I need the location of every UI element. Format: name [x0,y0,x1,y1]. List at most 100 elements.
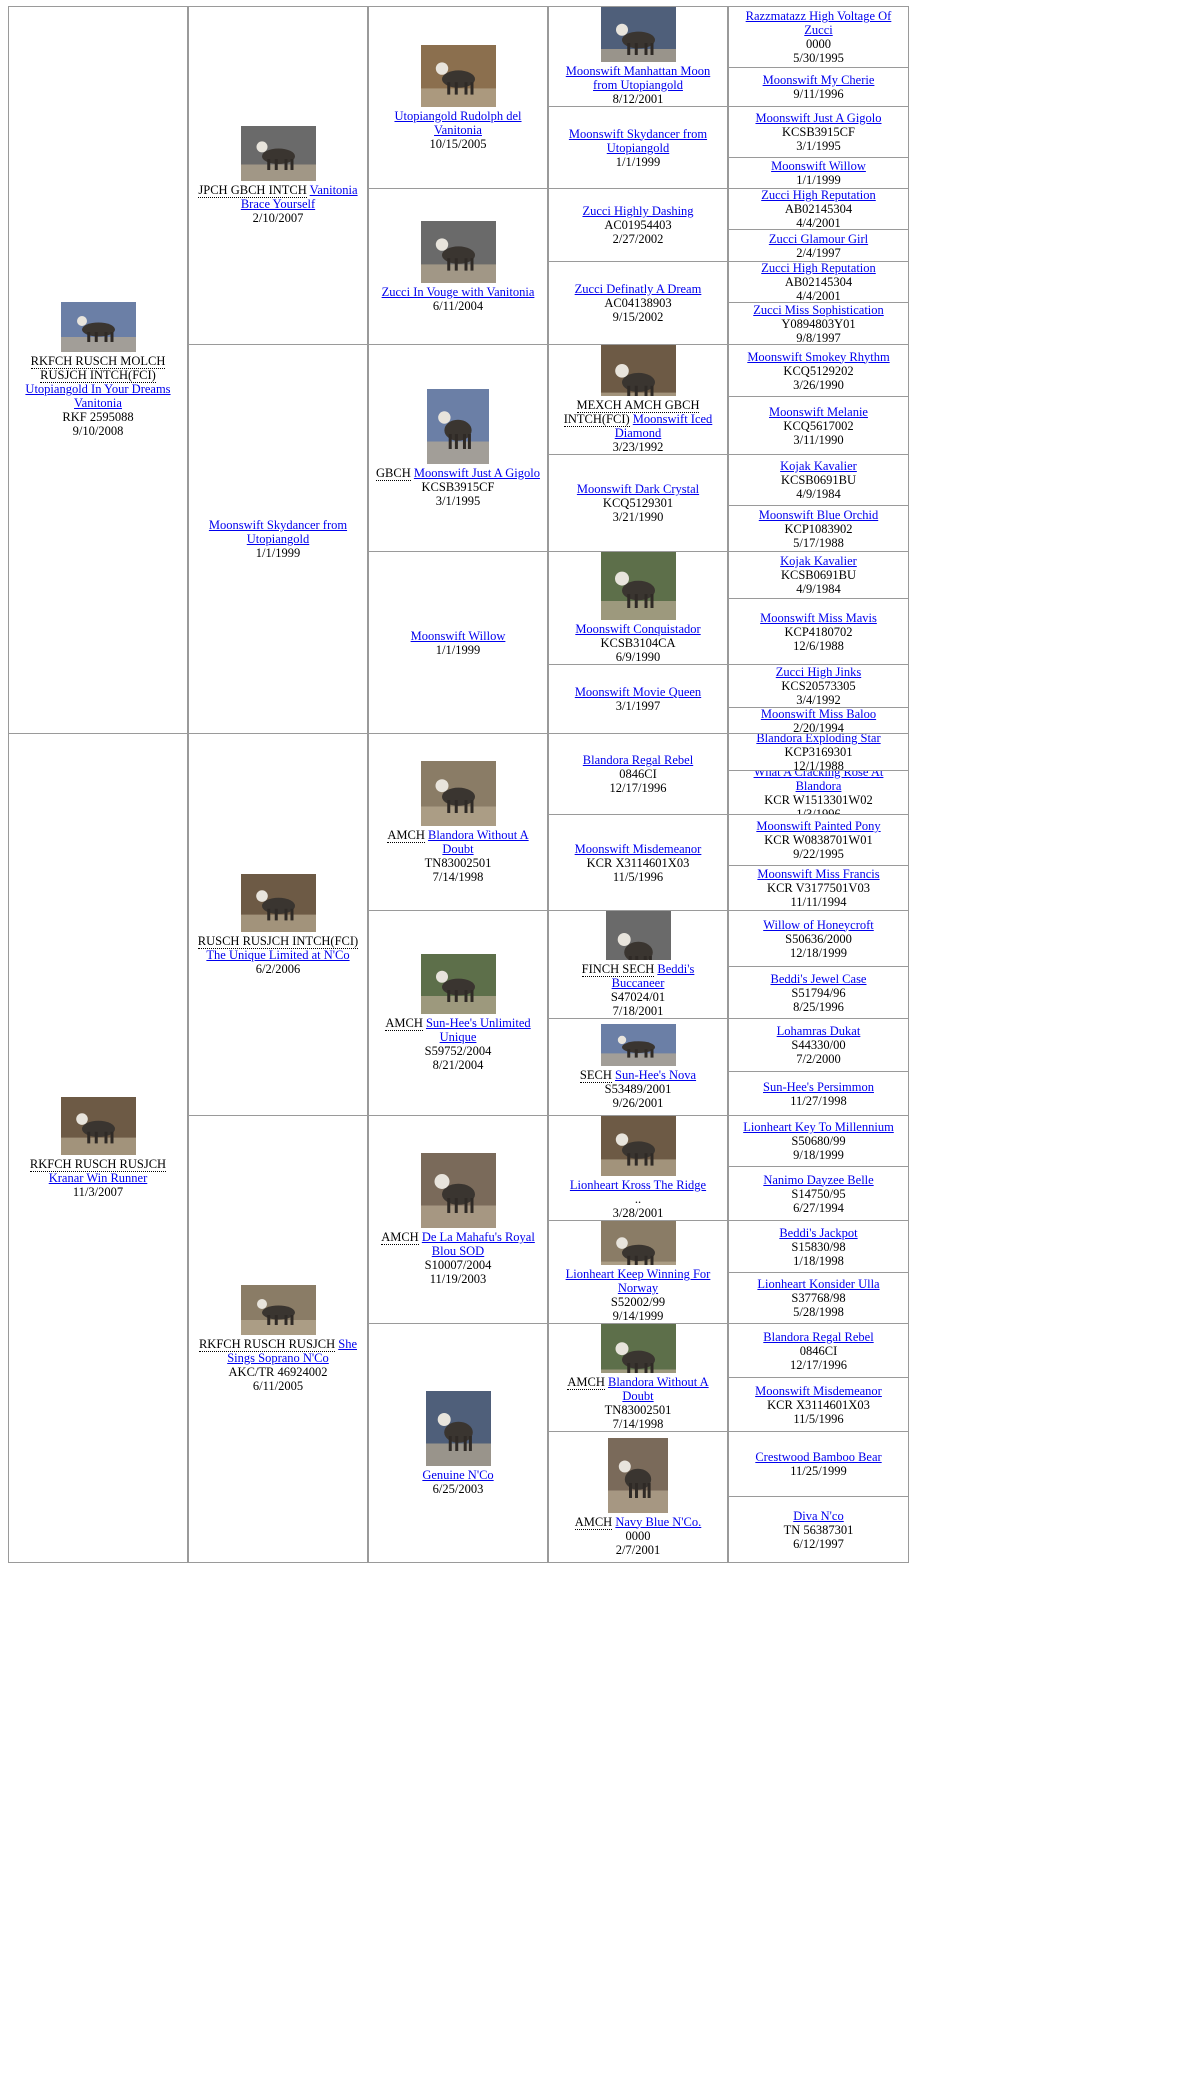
dog-link-moonswift-painted-pony[interactable]: Moonswift Painted Pony [756,819,881,833]
dog-link-lionheart-key-to-millennium[interactable]: Lionheart Key To Millennium [743,1120,894,1134]
dog-link-zucci-high-jinks[interactable]: Zucci High Jinks [775,665,862,679]
dog-link-moonswift-melanie[interactable]: Moonswift Melanie [769,404,868,419]
dog-link-the-unique-limited-at-n-co[interactable]: The Unique Limited at N'Co [206,947,350,962]
birth-date: 12/18/1999 [790,945,847,960]
dog-link-razzmatazz-high-voltage-of-zucci[interactable]: Razzmatazz High Voltage Of Zucci [745,9,892,37]
dog-name-line: What A Cracking Rose At Blandora [734,770,903,793]
dog-link-moonswift-movie-queen[interactable]: Moonswift Movie Queen [574,685,702,699]
dog-photo [600,1116,676,1176]
dog-link-moonswift-iced-diamond[interactable]: Moonswift Iced Diamond [614,412,713,440]
dog-link-sun-hee-s-nova[interactable]: Sun-Hee's Nova [615,1068,697,1082]
dog-link-beddi-s-jackpot[interactable]: Beddi's Jackpot [779,1225,858,1240]
dog-link-moonswift-smokey-rhythm[interactable]: Moonswift Smokey Rhythm [747,349,890,364]
birth-date: 5/30/1995 [793,51,844,65]
dog-link-kojak-kavalier[interactable]: Kojak Kavalier [780,459,857,473]
dog-link-beddi-s-jewel-case[interactable]: Beddi's Jewel Case [770,971,867,986]
registration-number: S10007/2004 [424,1258,492,1272]
dog-link-de-la-mahafu-s-royal-blou-sod[interactable]: De La Mahafu's Royal Blou SOD [421,1230,535,1258]
dog-link-blandora-exploding-star[interactable]: Blandora Exploding Star [756,733,881,745]
dog-link-zucci-miss-sophistication[interactable]: Zucci Miss Sophistication [753,302,884,317]
dog-link-kojak-kavalier[interactable]: Kojak Kavalier [780,554,857,568]
dog-link-willow-of-honeycroft[interactable]: Willow of Honeycroft [763,917,874,932]
birth-date: 6/11/2004 [432,298,484,313]
dog-link-sun-hee-s-unlimited-unique[interactable]: Sun-Hee's Unlimited Unique [425,1016,531,1044]
dog-link-what-a-cracking-rose-at-blandora[interactable]: What A Cracking Rose At Blandora [753,770,884,793]
dog-link-diva-n-co[interactable]: Diva N'co [793,1508,844,1523]
dog-link-blandora-without-a-doubt[interactable]: Blandora Without A Doubt [427,827,529,856]
birth-date: 7/18/2001 [612,1004,664,1018]
registration-number: 0000 [806,37,831,51]
dog-link-moonswift-just-a-gigolo[interactable]: Moonswift Just A Gigolo [413,465,540,480]
dog-name-line: Moonswift Melanie [769,405,868,419]
birth-date: 8/25/1996 [793,999,844,1014]
dog-link-moonswift-misdemeanor[interactable]: Moonswift Misdemeanor [755,1383,882,1398]
dog-link-beddi-s-buccaneer[interactable]: Beddi's Buccaneer [611,962,695,990]
dog-link-moonswift-skydancer-from-utopiangold[interactable]: Moonswift Skydancer from Utopiangold [568,126,708,155]
dog-name-line: Lionheart Konsider Ulla [757,1277,879,1291]
dog-link-moonswift-miss-baloo[interactable]: Moonswift Miss Baloo [760,707,877,721]
dog-link-utopiangold-in-your-dreams-vanitonia[interactable]: Utopiangold In Your Dreams Vanitonia [25,382,171,410]
dog-link-moonswift-misdemeanor[interactable]: Moonswift Misdemeanor [574,841,702,856]
dog-link-moonswift-conquistador[interactable]: Moonswift Conquistador [575,622,701,636]
dog-link-moonswift-dark-crystal[interactable]: Moonswift Dark Crystal [576,482,700,496]
registration-number: RKF 2595088 [62,410,134,424]
dog-link-zucci-definatly-a-dream[interactable]: Zucci Definatly A Dream [574,282,702,296]
dog-link-zucci-glamour-girl[interactable]: Zucci Glamour Girl [768,231,869,246]
dog-link-moonswift-my-cherie[interactable]: Moonswift My Cherie [762,73,875,87]
dog-name-line: Razzmatazz High Voltage Of Zucci [734,9,903,37]
dog-link-navy-blue-n-co[interactable]: Navy Blue N'Co. [615,1514,702,1529]
birth-date: 6/9/1990 [615,650,661,664]
dog-name-line: FINCH SECH Beddi's Buccaneer [554,962,722,990]
dog-photo [420,1153,496,1228]
dog-link-nanimo-dayzee-belle[interactable]: Nanimo Dayzee Belle [763,1172,874,1187]
birth-date: 11/19/2003 [429,1272,487,1286]
dog-link-blandora-without-a-doubt[interactable]: Blandora Without A Doubt [607,1375,709,1403]
dog-link-zucci-in-vouge-with-vanitonia[interactable]: Zucci In Vouge with Vanitonia [381,284,535,299]
dog-name-line: AMCH Blandora Without A Doubt [374,827,542,856]
dog-photo [600,552,676,620]
dog-link-moonswift-miss-francis[interactable]: Moonswift Miss Francis [757,867,880,881]
dog-name-line: Moonswift Miss Francis [757,867,879,881]
dog-link-moonswift-blue-orchid[interactable]: Moonswift Blue Orchid [758,507,879,522]
dog-link-lohamras-dukat[interactable]: Lohamras Dukat [776,1024,861,1038]
registration-number: KCR V3177501V03 [767,881,870,895]
dog-link-moonswift-willow[interactable]: Moonswift Willow [410,628,506,643]
registration-number: KCP4180702 [784,624,853,639]
dog-photo [420,220,496,283]
dog-link-zucci-high-reputation[interactable]: Zucci High Reputation [761,188,876,202]
dog-link-moonswift-willow[interactable]: Moonswift Willow [771,159,866,173]
dog-link-she-sings-soprano-n-co[interactable]: She Sings Soprano N'Co [227,1337,358,1365]
dog-link-moonswift-skydancer-from-utopiangold[interactable]: Moonswift Skydancer from Utopiangold [208,518,348,546]
birth-date: 1/3/1996 [796,806,841,815]
dog-link-lionheart-konsider-ulla[interactable]: Lionheart Konsider Ulla [757,1277,880,1291]
dog-link-utopiangold-rudolph-del-vanitonia[interactable]: Utopiangold Rudolph del Vanitonia [394,108,522,137]
dog-link-zucci-high-reputation[interactable]: Zucci High Reputation [761,261,876,275]
dog-link-moonswift-just-a-gigolo[interactable]: Moonswift Just A Gigolo [755,111,882,125]
dog-link-sun-hee-s-persimmon[interactable]: Sun-Hee's Persimmon [763,1079,874,1094]
dog-link-blandora-regal-rebel[interactable]: Blandora Regal Rebel [763,1329,874,1344]
dog-name-line: Willow of Honeycroft [763,918,874,932]
birth-date: 10/15/2005 [429,136,487,151]
birth-date: 11/11/1994 [790,895,847,909]
dog-link-lionheart-keep-winning-for-norway[interactable]: Lionheart Keep Winning For Norway [565,1267,711,1295]
dog-link-moonswift-manhattan-moon-from-utopiangold[interactable]: Moonswift Manhattan Moon from Utopiangol… [565,64,711,92]
registration-number: S14750/95 [791,1186,846,1201]
dog-name-line: Moonswift Dark Crystal [577,482,699,496]
dog-link-genuine-n-co[interactable]: Genuine N'Co [422,1467,494,1482]
dog-link-crestwood-bamboo-bear[interactable]: Crestwood Bamboo Bear [755,1450,882,1464]
registration-number: TN 56387301 [783,1522,854,1537]
dog-link-blandora-regal-rebel[interactable]: Blandora Regal Rebel [582,753,694,767]
dog-link-lionheart-kross-the-ridge[interactable]: Lionheart Kross The Ridge [569,1178,707,1192]
dog-link-zucci-highly-dashing[interactable]: Zucci Highly Dashing [582,204,694,218]
dog-link-moonswift-miss-mavis[interactable]: Moonswift Miss Mavis [760,610,877,625]
dog-link-vanitonia-brace-yourself[interactable]: Vanitonia Brace Yourself [240,183,358,211]
dog-link-kranar-win-runner[interactable]: Kranar Win Runner [48,1171,148,1185]
dog-name-line: Lohamras Dukat [777,1024,861,1038]
